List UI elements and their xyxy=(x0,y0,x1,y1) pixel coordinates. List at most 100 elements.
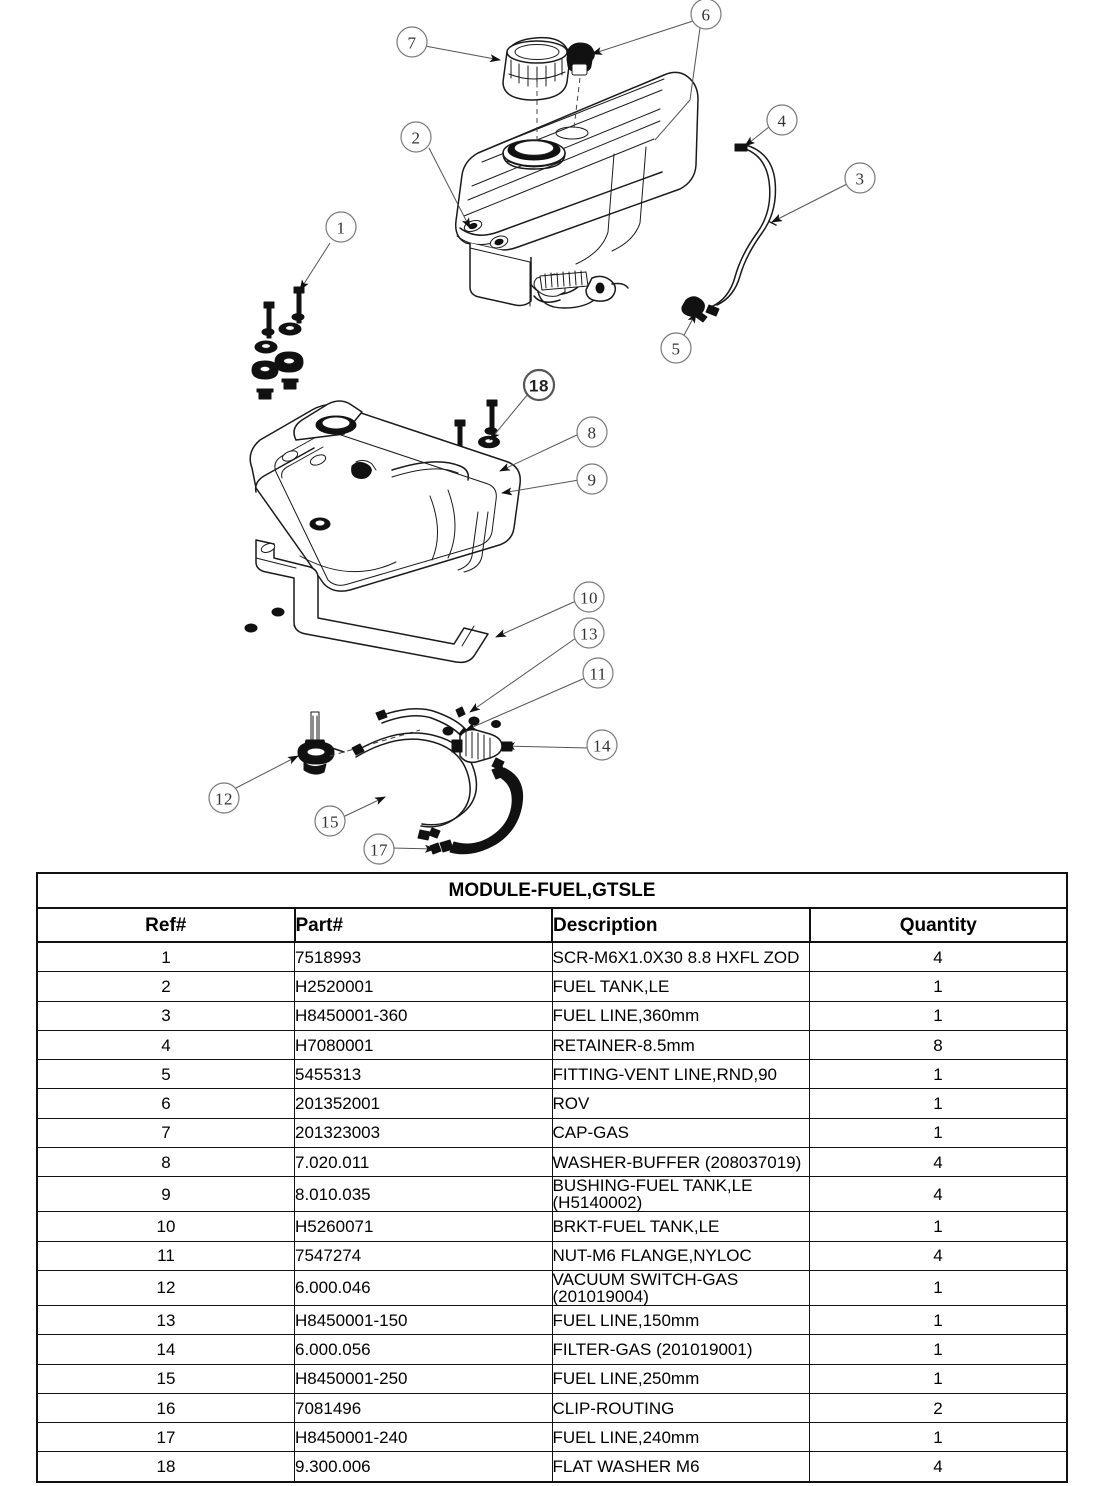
cell-quantity: 4 xyxy=(809,1451,1068,1483)
cell-ref: 16 xyxy=(36,1392,295,1424)
balloon-label-1: 1 xyxy=(337,219,346,238)
tank-outlet-hose-assembly xyxy=(529,270,629,309)
balloon-circle-3 xyxy=(844,162,876,194)
cell-part: H8450001-150 xyxy=(294,1304,553,1336)
callout-balloon-1: 1 xyxy=(325,211,357,243)
cell-part: 8.010.035 xyxy=(294,1176,553,1213)
balloon-circle-2 xyxy=(400,121,432,153)
cell-part: 6.000.056 xyxy=(294,1334,553,1365)
cell-part: 201352001 xyxy=(294,1088,553,1119)
gas-filter-part xyxy=(451,728,513,771)
cell-description: FUEL LINE,150mm xyxy=(551,1304,810,1336)
balloon-circle-9 xyxy=(576,463,608,495)
cell-description: CLIP-ROUTING xyxy=(551,1392,810,1424)
cell-part: 9.300.006 xyxy=(294,1451,553,1483)
balloon-label-15: 15 xyxy=(321,813,339,832)
parts-list-table: MODULE-FUEL,GTSLE Ref# Part# Description… xyxy=(36,872,1068,1483)
cell-part: 5455313 xyxy=(294,1059,553,1090)
balloon-label-5: 5 xyxy=(672,340,681,359)
cell-description: FUEL LINE,240mm xyxy=(551,1422,810,1453)
callout-balloon-2: 2 xyxy=(400,121,432,153)
gas-cap-part xyxy=(502,36,572,101)
cell-ref: 13 xyxy=(36,1304,295,1336)
rov-valve-part xyxy=(566,42,595,76)
cell-ref: 5 xyxy=(36,1059,295,1090)
cell-description: VACUUM SWITCH-GAS (201019004) xyxy=(551,1269,810,1306)
balloon-circle-8 xyxy=(576,416,608,448)
cell-description: FLAT WASHER M6 xyxy=(551,1451,810,1483)
cell-ref: 7 xyxy=(36,1117,295,1149)
balloon-label-11: 11 xyxy=(589,665,606,684)
balloon-circle-13 xyxy=(573,617,605,649)
balloon-circle-10 xyxy=(573,581,605,613)
cell-ref: 11 xyxy=(36,1240,295,1271)
cell-quantity: 4 xyxy=(809,941,1068,973)
vacuum-switch-part xyxy=(297,711,421,775)
callout-balloon-3: 3 xyxy=(844,162,876,194)
fastener-stack-upper xyxy=(251,286,305,400)
cell-ref: 4 xyxy=(36,1029,295,1061)
callout-balloon-6: 6 xyxy=(690,0,722,30)
cell-part: H8450001-360 xyxy=(294,1000,553,1031)
cell-quantity: 1 xyxy=(809,1334,1068,1365)
cell-quantity: 1 xyxy=(809,1422,1068,1453)
cell-ref: 9 xyxy=(36,1176,295,1213)
column-header-ref: Ref# xyxy=(36,907,296,943)
cell-description: FUEL TANK,LE xyxy=(551,971,810,1002)
parts-list-table-container: MODULE-FUEL,GTSLE Ref# Part# Description… xyxy=(36,872,1068,1483)
cell-quantity: 4 xyxy=(809,1240,1068,1271)
balloon-label-12: 12 xyxy=(215,790,233,809)
cell-part: H2520001 xyxy=(294,971,553,1002)
balloon-label-14: 14 xyxy=(593,737,611,756)
cell-ref: 15 xyxy=(36,1363,295,1394)
balloon-label-3: 3 xyxy=(856,170,865,189)
cell-quantity: 1 xyxy=(809,1211,1068,1242)
cell-part: H7080001 xyxy=(294,1029,553,1061)
cell-quantity: 1 xyxy=(809,1088,1068,1119)
callout-balloon-15: 15 xyxy=(314,805,346,837)
cell-part: 7547274 xyxy=(294,1240,553,1271)
balloon-circle-7 xyxy=(396,26,428,58)
cell-description: BUSHING-FUEL TANK,LE (H5140002) xyxy=(551,1176,810,1213)
balloon-circle-11 xyxy=(582,657,614,689)
cell-description: NUT-M6 FLANGE,NYLOC xyxy=(551,1240,810,1271)
balloon-circle-5 xyxy=(660,332,692,364)
cell-part: 7081496 xyxy=(294,1392,553,1424)
callout-balloon-10: 10 xyxy=(573,581,605,613)
balloon-circle-14 xyxy=(586,729,618,761)
cell-description: CAP-GAS xyxy=(551,1117,810,1149)
cell-part: H8450001-250 xyxy=(294,1363,553,1394)
balloon-circle-12 xyxy=(208,782,240,814)
table-title-row: MODULE-FUEL,GTSLE xyxy=(36,872,1068,909)
cell-ref: 8 xyxy=(36,1147,295,1178)
cell-part: H5260071 xyxy=(294,1211,553,1242)
cell-quantity: 1 xyxy=(809,1059,1068,1090)
cell-ref: 6 xyxy=(36,1088,295,1119)
cell-quantity: 1 xyxy=(809,1304,1068,1336)
cell-quantity: 1 xyxy=(809,971,1068,1002)
balloon-circle-17 xyxy=(363,833,395,865)
balloon-label-17: 17 xyxy=(370,841,388,860)
cell-ref: 14 xyxy=(36,1334,295,1365)
callout-balloon-13: 13 xyxy=(573,617,605,649)
column-header-quantity: Quantity xyxy=(808,907,1068,943)
cell-quantity: 8 xyxy=(809,1029,1068,1061)
balloon-circle-4 xyxy=(766,104,798,136)
